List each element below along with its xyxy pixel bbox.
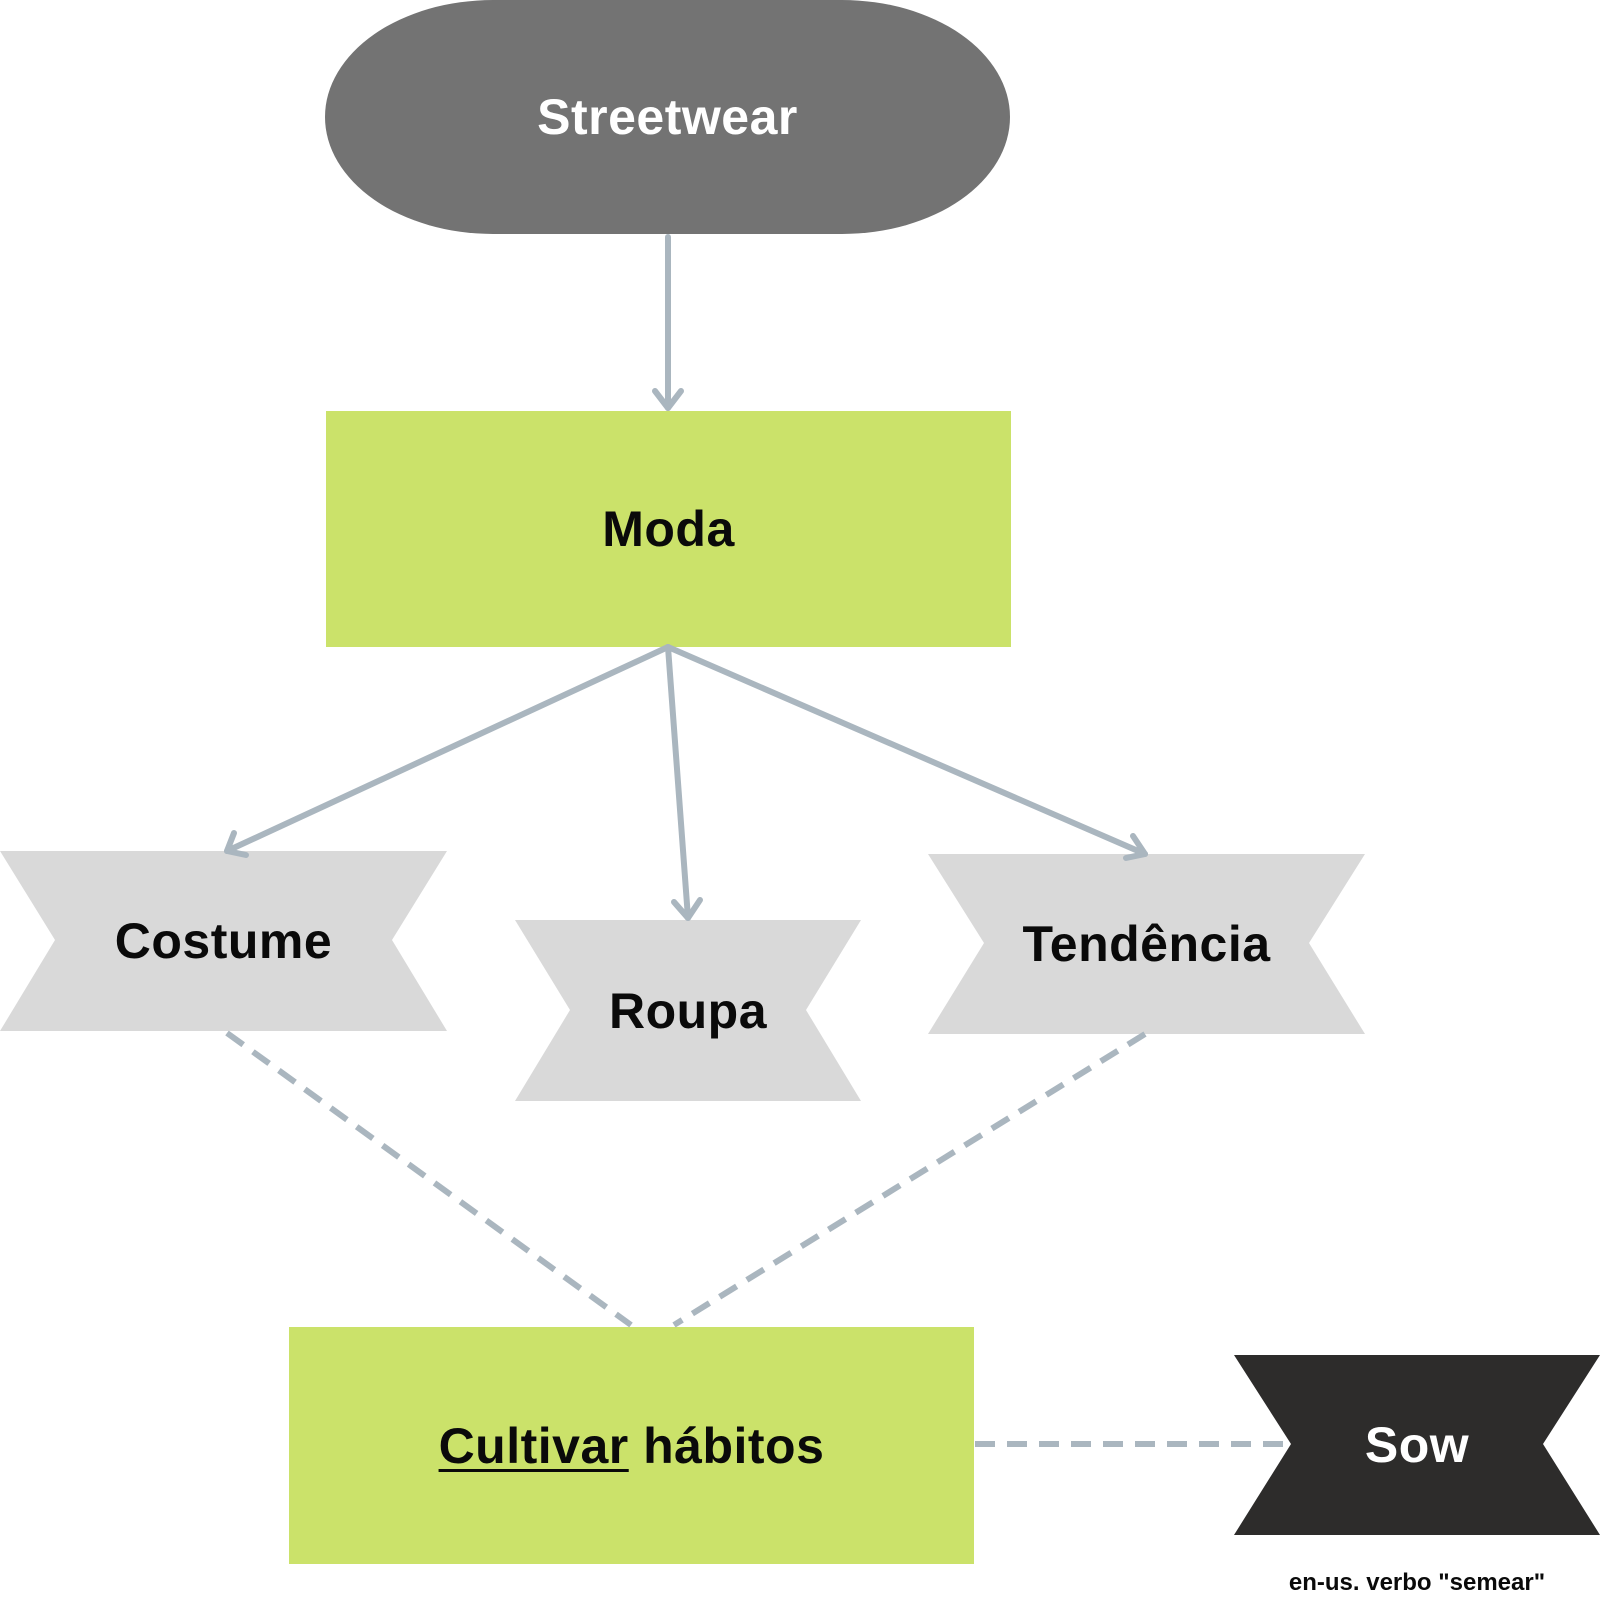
arrowhead-icon	[671, 897, 703, 921]
edge-moda-tendencia	[665, 644, 1148, 861]
streetwear-node-shape[interactable]	[325, 0, 1010, 234]
cultivar-underlined-word[interactable]: Cultivar	[438, 1417, 629, 1474]
edge-costume-cultivar	[225, 1030, 633, 1328]
costume-node-label: Costume	[114, 913, 333, 969]
moda-node-label: Moda	[602, 501, 735, 557]
cultivar-rest-text: hábitos	[628, 1417, 825, 1474]
arrowhead-icon	[1123, 833, 1148, 861]
edge-streetwear-moda	[652, 234, 684, 411]
roupa-node-shape[interactable]	[515, 920, 861, 1101]
arrowhead-icon	[652, 388, 684, 411]
cultivar-node-shape[interactable]	[289, 1327, 974, 1564]
tendencia-node-label: Tendência	[1022, 916, 1271, 972]
arrowhead-icon	[224, 830, 249, 858]
streetwear-node-label: Streetwear	[537, 89, 798, 145]
moda-node-shape[interactable]	[326, 411, 1011, 647]
edge-moda-roupa	[665, 644, 703, 921]
edge-moda-costume	[224, 644, 671, 858]
sow-caption: en-us. verbo "semear"	[1288, 1569, 1546, 1596]
edge-tendencia-cultivar	[672, 1031, 1147, 1328]
cultivar-node-label: Cultivar hábitos	[289, 1327, 974, 1564]
roupa-node-label: Roupa	[608, 982, 768, 1039]
sow-node-shape[interactable]	[1234, 1355, 1600, 1535]
sow-node-label: Sow	[1364, 1417, 1470, 1473]
costume-node-shape[interactable]	[0, 851, 447, 1031]
tendencia-node-shape[interactable]	[928, 854, 1365, 1034]
